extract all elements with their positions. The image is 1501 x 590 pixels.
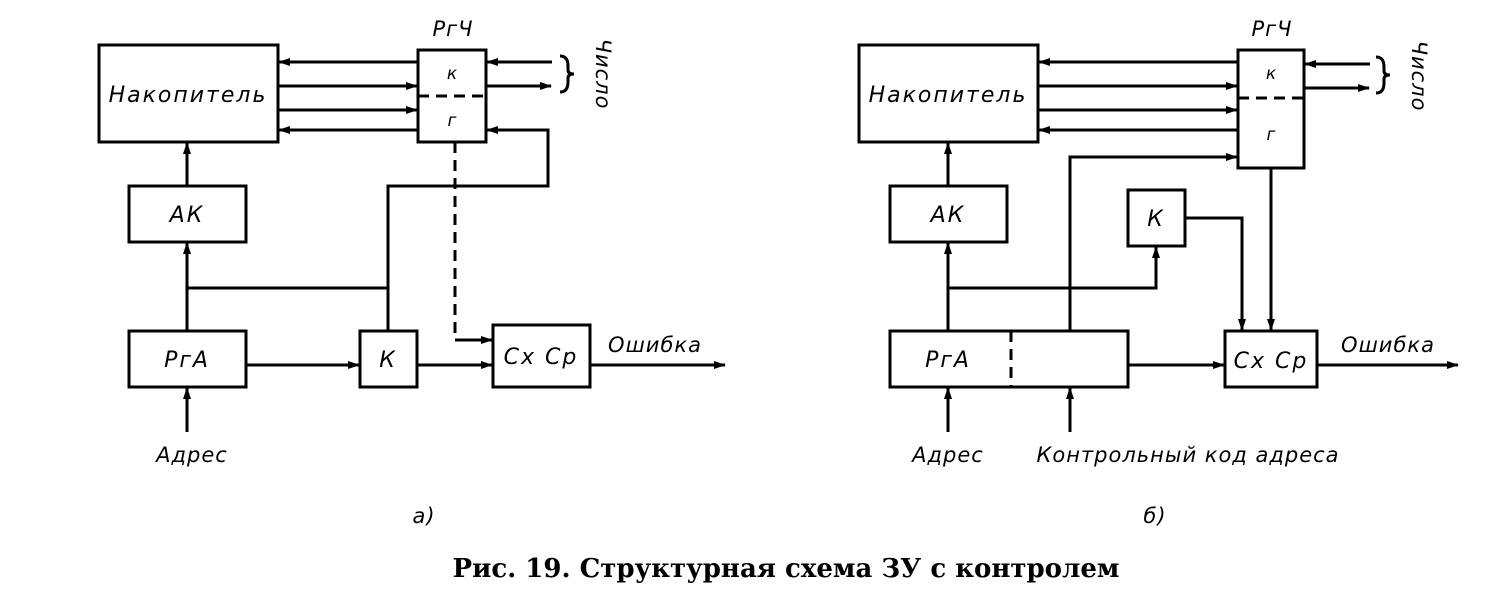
a-rgch-g-label: г bbox=[448, 111, 457, 131]
a-address-label: Адрес bbox=[154, 443, 228, 467]
a-k-block bbox=[358, 329, 419, 389]
a-cxcp-block bbox=[491, 323, 592, 389]
b-store-label: Накопитель bbox=[869, 83, 1028, 108]
b-line-k-to-cmp bbox=[1185, 216, 1246, 331]
b-line-branch-to-k bbox=[948, 246, 1160, 290]
a-line-k-to-reg-g bbox=[386, 126, 550, 331]
a-k-label: К bbox=[379, 348, 397, 373]
a-number-brace bbox=[559, 54, 575, 94]
a-sublabel: а) bbox=[412, 504, 435, 528]
b-rgch-k-label: к bbox=[1266, 64, 1277, 84]
b-line-code-to-reg-g bbox=[1068, 153, 1238, 331]
a-rgch-title: PгЧ bbox=[432, 17, 473, 41]
a-number-label: Число bbox=[591, 39, 615, 110]
b-sublabel: б) bbox=[1143, 504, 1166, 528]
diagram-a: Накопитель АК PгА К Сх Ср к г PгЧ Число bbox=[97, 17, 726, 528]
b-rgch-block bbox=[1236, 48, 1306, 170]
b-k-label: К bbox=[1147, 207, 1165, 232]
a-ak-label: АК bbox=[168, 203, 205, 228]
b-number-brace bbox=[1375, 55, 1391, 95]
b-rga-label: PгА bbox=[925, 348, 971, 373]
b-rgch-g-label: г bbox=[1267, 125, 1276, 145]
b-error-label: Ошибка bbox=[1341, 333, 1435, 357]
b-rgch-title: PгЧ bbox=[1251, 17, 1292, 41]
a-store-label: Накопитель bbox=[109, 83, 268, 108]
a-cxcp-label: Сх Ср bbox=[504, 345, 579, 370]
diagram-b: Накопитель АК PгА К Сх Ср к г PгЧ Число bbox=[857, 17, 1459, 528]
a-rgch-k-label: к bbox=[447, 64, 458, 84]
b-rga-block bbox=[888, 329, 1130, 389]
b-ak-label: АК bbox=[929, 203, 966, 228]
b-cxcp-label: Сх Ср bbox=[1234, 349, 1309, 374]
a-error-label: Ошибка bbox=[608, 333, 702, 357]
b-control-code-label: Контрольный код адреса bbox=[1036, 443, 1339, 467]
b-address-label: Адрес bbox=[910, 443, 984, 467]
a-store-block bbox=[97, 43, 280, 144]
b-number-label: Число bbox=[1407, 41, 1431, 112]
a-rga-label: PгА bbox=[164, 348, 210, 373]
b-cxcp-block bbox=[1223, 329, 1319, 389]
figure-caption: Рис. 19. Структурная схема ЗУ с контроле… bbox=[453, 554, 1120, 584]
